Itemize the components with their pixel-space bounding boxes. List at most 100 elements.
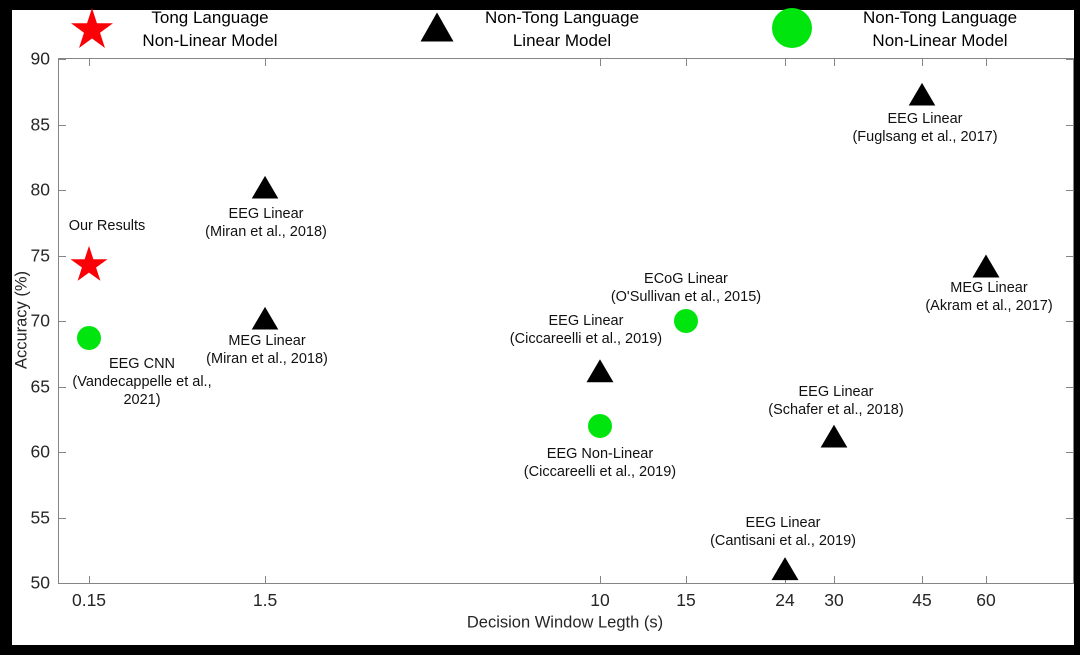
- data-point-star-icon: [70, 245, 108, 281]
- x-tick-label: 10: [590, 590, 610, 610]
- point-label-line: (Vandecappelle et al.,: [72, 374, 212, 391]
- y-tick-mark: [1066, 124, 1073, 126]
- legend-label-line: Non-Tong Language: [862, 8, 1018, 27]
- point-label-line: (Schafer et al., 2018): [768, 402, 904, 419]
- point-label: EEG Linear(Cantisani et al., 2019): [710, 514, 856, 550]
- y-tick-mark: [59, 190, 66, 191]
- point-label: ECoG Linear (O'Sullivan et al., 2015): [611, 270, 761, 306]
- x-tick-mark: [922, 59, 923, 66]
- data-point-triangle-icon: [820, 424, 848, 448]
- point-label: EEG Non-Linear(Ciccareelli et al., 2019): [524, 445, 676, 481]
- y-tick-mark: [59, 59, 66, 60]
- y-tick-mark: [59, 517, 66, 519]
- y-tick-label: 50: [30, 572, 50, 593]
- data-point-triangle-icon: [908, 82, 936, 106]
- legend-label-line: Non-Linear Model: [872, 31, 1008, 50]
- data-point-triangle-icon: [972, 254, 1000, 278]
- x-tick-mark: [985, 576, 987, 583]
- y-tick-label: 70: [30, 310, 50, 331]
- point-label-line: (Miran et al., 2018): [205, 224, 327, 241]
- y-tick-label: 90: [30, 48, 50, 69]
- frame-band-right: [1074, 0, 1080, 655]
- point-label: EEG Linear(Schafer et al., 2018): [768, 383, 903, 419]
- x-tick-label: 0.15: [71, 590, 107, 610]
- x-tick-mark: [785, 59, 787, 66]
- legend-label-nontong-linear: Non-Tong Language Linear Model: [485, 6, 639, 52]
- point-label-line: EEG CNN: [108, 356, 176, 373]
- x-tick-mark: [685, 576, 687, 583]
- point-label-line: ECoG Linear: [644, 271, 728, 287]
- point-label-line: EEG Linear: [228, 206, 304, 223]
- x-tick-mark: [265, 59, 267, 66]
- point-label: EEG Linear(Miran et al., 2018): [205, 205, 327, 241]
- data-point-triangle-icon: [251, 175, 279, 199]
- x-tick-mark: [685, 59, 687, 66]
- legend-label-line: Non-Tong Language: [484, 8, 640, 27]
- point-label: EEG Linear(Fuglsang et al., 2017): [852, 110, 997, 146]
- point-label-line: Our Results: [68, 218, 146, 235]
- legend-black-triangle-icon: [420, 12, 454, 42]
- y-tick-mark: [59, 452, 66, 453]
- x-tick-label: 30: [824, 590, 844, 610]
- x-tick-mark: [265, 576, 267, 583]
- legend-label-nontong-nonlinear: Non-Tong Language Non-Linear Model: [863, 6, 1017, 52]
- data-point-circle-icon: [77, 326, 101, 351]
- point-label-line: EEG Linear: [548, 312, 624, 329]
- y-tick-label: 60: [30, 441, 50, 462]
- y-tick-mark: [59, 583, 66, 584]
- y-tick-mark: [1066, 583, 1073, 584]
- x-tick-label: 45: [912, 590, 932, 610]
- point-label-line: EEG Linear: [798, 384, 874, 401]
- x-tick-label: 24: [775, 590, 795, 610]
- x-tick-mark: [985, 59, 987, 66]
- x-tick-mark: [922, 576, 923, 583]
- y-tick-mark: [59, 124, 66, 126]
- y-tick-label: 65: [30, 376, 50, 396]
- point-label-line: (Ciccareelli et al., 2019): [523, 463, 677, 480]
- legend-label-line: Linear Model: [512, 31, 612, 50]
- data-point-triangle-icon: [251, 306, 279, 330]
- point-label-line: (O'Sullivan et al., 2015): [610, 289, 762, 305]
- x-tick-label: 60: [976, 590, 996, 610]
- legend-label-tong-nonlinear: Tong Language Non-Linear Model: [142, 6, 277, 52]
- y-tick-label: 75: [30, 245, 50, 265]
- x-tick-label: 15: [676, 590, 696, 610]
- point-label: Our Results: [69, 217, 146, 235]
- y-tick-mark: [1066, 190, 1073, 191]
- y-tick-mark: [1066, 59, 1073, 60]
- legend-green-circle-icon: [772, 8, 812, 48]
- point-label-line: (Cantisani et al., 2019): [710, 532, 856, 549]
- point-label-line: EEG Linear: [745, 514, 821, 531]
- point-label-line: (Akram et al., 2017): [925, 297, 1053, 314]
- frame-band-top: [0, 0, 1080, 10]
- frame-band-left: [0, 0, 12, 655]
- data-point-triangle-icon: [771, 557, 799, 581]
- point-label-line: EEG Non-Linear: [546, 445, 654, 462]
- x-tick-mark: [834, 576, 835, 583]
- point-label-line: (Miran et al., 2018): [206, 351, 328, 368]
- y-tick-mark: [1066, 386, 1073, 388]
- point-label: EEG Linear(Ciccareelli et al., 2019): [510, 312, 662, 348]
- point-label: MEG Linear(Miran et al., 2018): [206, 332, 328, 368]
- frame-band-bottom: [0, 645, 1080, 655]
- y-tick-mark: [59, 321, 66, 322]
- legend-label-line: Tong Language: [151, 8, 269, 27]
- x-tick-label: 1.5: [252, 590, 278, 610]
- point-label: EEG CNN(Vandecappelle et al.,2021): [72, 355, 211, 409]
- y-tick-mark: [1066, 517, 1073, 519]
- x-tick-mark: [89, 59, 90, 66]
- data-point-circle-icon: [587, 413, 612, 438]
- y-tick-mark: [1066, 452, 1073, 453]
- y-tick-label: 80: [30, 179, 50, 200]
- y-tick-mark: [1066, 255, 1073, 257]
- legend-red-star-icon: [71, 8, 113, 48]
- data-point-triangle-icon: [586, 359, 614, 383]
- x-tick-mark: [89, 576, 90, 583]
- legend-label-line: Non-Linear Model: [142, 31, 278, 50]
- point-label-line: MEG Linear: [950, 279, 1028, 296]
- point-label: MEG Linear(Akram et al., 2017): [925, 279, 1052, 315]
- point-label-line: EEG Linear: [887, 111, 963, 128]
- y-tick-label: 85: [30, 114, 50, 134]
- x-tick-mark: [834, 59, 835, 66]
